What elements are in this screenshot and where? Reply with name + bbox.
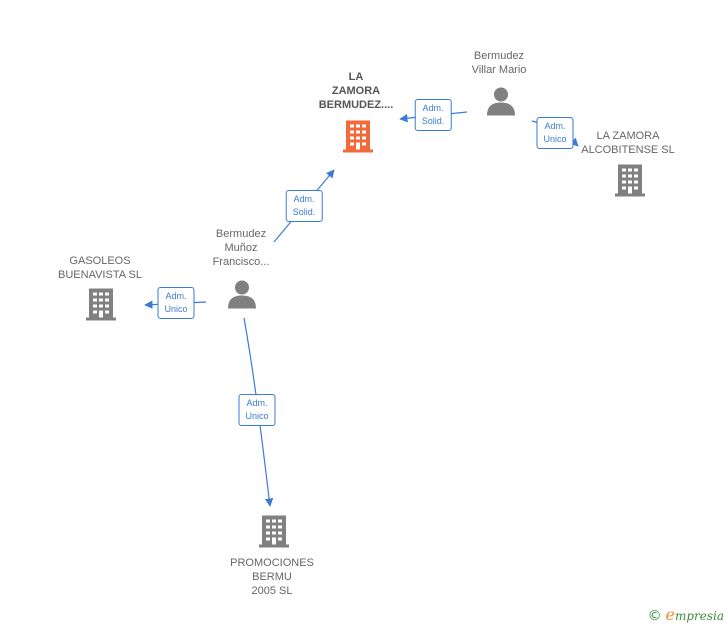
person-icon[interactable] [227, 279, 257, 314]
building-icon[interactable] [343, 119, 373, 158]
building-icon[interactable] [615, 163, 645, 202]
building-icon[interactable] [86, 287, 116, 326]
brand-initial: e [665, 605, 675, 624]
empresia-logo: © empresia [648, 605, 724, 624]
building-icon[interactable] [259, 514, 289, 553]
node-label-villar[interactable]: Bermudez Villar Mario [471, 50, 527, 76]
person-icon[interactable] [486, 86, 516, 121]
copyright-icon: © [647, 608, 662, 624]
brand-name: mpresia [674, 609, 724, 623]
node-label-gasoleos[interactable]: GASOLEOS BUENAVISTA SL [58, 255, 142, 281]
node-label-main[interactable]: LA ZAMORA BERMUDEZ.... [318, 71, 394, 111]
node-label-francisco[interactable]: Bermudez Muñoz Francisco... [212, 228, 270, 268]
edge-label-villar-alcobitense[interactable]: Adm. Unico [536, 117, 574, 149]
edge-label-francisco-gasoleos[interactable]: Adm. Unico [157, 287, 195, 319]
edge-label-villar-main[interactable]: Adm. Solid. [414, 99, 452, 131]
node-label-alcobitense[interactable]: LA ZAMORA ALCOBITENSE SL [581, 130, 675, 156]
node-label-promociones[interactable]: PROMOCIONES BERMU 2005 SL [230, 557, 314, 597]
edge-label-francisco-promociones[interactable]: Adm. Unico [238, 394, 276, 426]
edge-label-francisco-main[interactable]: Adm. Solid. [285, 190, 323, 222]
